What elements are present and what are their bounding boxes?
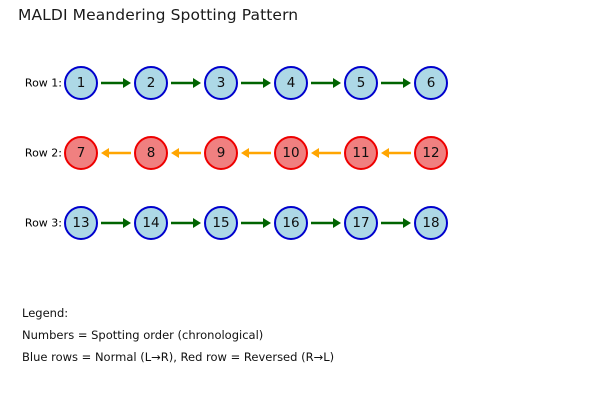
arrow-right-icon [99, 206, 133, 240]
spot-node[interactable]: 14 [134, 206, 168, 240]
spot-node[interactable]: 2 [134, 66, 168, 100]
row-label-box-3: Row 3: [0, 203, 62, 243]
row-label-box-1: Row 1: [0, 63, 62, 103]
legend-line-numbers: Numbers = Spotting order (chronological) [22, 328, 264, 342]
arrow-right-icon [169, 206, 203, 240]
spot-node[interactable]: 7 [64, 136, 98, 170]
diagram-row-1: Row 1:1 2 3 4 5 6 [0, 63, 600, 103]
diagram-row-3: Row 3:13 14 15 16 17 18 [0, 203, 600, 243]
row-label: Row 3: [24, 216, 62, 230]
spot-node[interactable]: 12 [414, 136, 448, 170]
spot-node[interactable]: 6 [414, 66, 448, 100]
spot-node[interactable]: 3 [204, 66, 238, 100]
row-label: Row 1: [24, 76, 62, 90]
arrow-left-icon [99, 136, 133, 170]
legend: Legend: Numbers = Spotting order (chrono… [22, 302, 334, 368]
diagram-row-2: Row 2:7 8 9 10 11 12 [0, 133, 600, 173]
spot-node[interactable]: 18 [414, 206, 448, 240]
spot-node[interactable]: 11 [344, 136, 378, 170]
arrow-left-icon [379, 136, 413, 170]
arrow-right-icon [239, 206, 273, 240]
arrow-left-icon [309, 136, 343, 170]
arrow-right-icon [309, 206, 343, 240]
row-label: Row 2: [24, 146, 62, 160]
arrow-left-icon [239, 136, 273, 170]
arrow-right-icon [379, 66, 413, 100]
legend-line-rows: Blue rows = Normal (L→R), Red row = Reve… [22, 350, 335, 364]
arrow-right-icon [169, 66, 203, 100]
page-title: MALDI Meandering Spotting Pattern [18, 6, 299, 24]
arrow-right-icon [379, 206, 413, 240]
spot-node[interactable]: 5 [344, 66, 378, 100]
arrow-right-icon [99, 66, 133, 100]
spot-node[interactable]: 1 [64, 66, 98, 100]
spot-node[interactable]: 13 [64, 206, 98, 240]
row-label-box-2: Row 2: [0, 133, 62, 173]
spot-node[interactable]: 17 [344, 206, 378, 240]
arrow-left-icon [169, 136, 203, 170]
arrow-right-icon [239, 66, 273, 100]
spot-node[interactable]: 9 [204, 136, 238, 170]
spot-node[interactable]: 10 [274, 136, 308, 170]
arrow-right-icon [309, 66, 343, 100]
spot-node[interactable]: 16 [274, 206, 308, 240]
spot-node[interactable]: 4 [274, 66, 308, 100]
spot-node[interactable]: 8 [134, 136, 168, 170]
legend-heading: Legend: [22, 306, 69, 320]
spot-node[interactable]: 15 [204, 206, 238, 240]
